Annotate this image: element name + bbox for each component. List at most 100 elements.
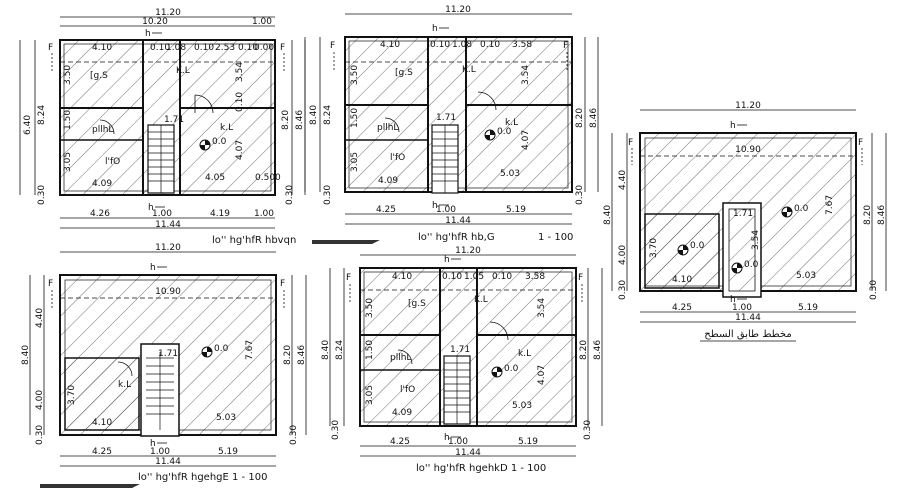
dim-room: 0.10: [238, 43, 258, 53]
dim-right: 8.46: [295, 110, 305, 130]
dim-left: 4.40: [618, 170, 628, 190]
dim-inner: 4.07: [537, 365, 547, 385]
room-label: K.L: [462, 65, 476, 75]
dim-right: 8.46: [877, 205, 887, 225]
dim-bottom: 1.00: [150, 447, 170, 457]
dim-inner: 1.50: [365, 340, 375, 360]
dim-left: 0.30: [37, 185, 47, 205]
north-arrow: F: [48, 43, 53, 53]
plan-caption: lo'' hg'hfR hb,G: [418, 232, 495, 243]
room-label: K.L: [176, 66, 190, 76]
dim-room: 1.05: [464, 272, 484, 282]
dim-room: 1.08: [166, 43, 186, 53]
dim-inner: 3.05: [63, 152, 73, 172]
dim-inner: 7.67: [245, 340, 255, 360]
plan-caption: lo'' hg'hfR hgehkD 1 - 100: [416, 463, 546, 474]
dim-right: 0.30: [285, 185, 295, 205]
dim-left: 8.40: [309, 105, 319, 125]
dim-right: 8.20: [281, 110, 291, 130]
dim-bottom: 1.00: [732, 303, 752, 313]
dim-left: 8.24: [323, 105, 333, 125]
dim-inner: 4.09: [378, 176, 398, 186]
hall-marker: h: [150, 263, 156, 273]
dim-room: 4.10: [380, 40, 400, 50]
dim-bottom: 5.19: [518, 437, 538, 447]
dim-bottom: 11.44: [155, 457, 181, 467]
hall-marker: h: [444, 433, 450, 443]
dim-inner: 3.54: [235, 62, 245, 82]
dim-right: 8.46: [593, 340, 603, 360]
dim-left: 0.30: [331, 420, 341, 440]
dim-inner: 5.03: [500, 169, 520, 179]
dim-inner: 3.50: [350, 65, 360, 85]
dim-right: 8.46: [297, 345, 307, 365]
plan-caption: lo'' hg'hfR hbvqn: [212, 235, 296, 246]
dim-left: 6.40: [23, 115, 33, 135]
dim-bottom: 5.19: [798, 303, 818, 313]
dim-top-inner: 10.90: [735, 145, 761, 155]
dim-inner: 4.07: [521, 130, 531, 150]
dim-inner: 3.50: [63, 65, 73, 85]
hall-marker: h: [145, 29, 151, 39]
dim-right: 8.20: [863, 205, 873, 225]
room-label: l'fO: [105, 157, 120, 167]
level-mark: 0.0: [504, 364, 519, 374]
dim-right: 0.30: [869, 280, 879, 300]
plan-bottom-middle: 11.20 [g.S K.L pllhL l'fO k.L 0.0 4.10 0…: [321, 246, 603, 474]
north-arrow: F: [330, 41, 335, 51]
dim-right: 8.20: [579, 340, 589, 360]
room-label: l'fO: [400, 385, 415, 395]
dim-top-balcony: 1.00: [252, 17, 272, 27]
dim-bottom: 11.44: [155, 220, 181, 230]
north-arrow: F: [346, 273, 351, 283]
dim-inner: 3.54: [521, 65, 531, 85]
dim-bottom: 4.26: [90, 209, 110, 219]
plan-bottom-left: 11.20 10.90 1.71 7.67 3.70 4.10 5.03 k.L…: [21, 243, 307, 488]
room-label: pllhL: [390, 353, 411, 363]
north-arrow: F: [280, 279, 285, 289]
dim-bottom: 4.25: [672, 303, 692, 313]
dim-inner: 1.71: [158, 349, 178, 359]
dim-room: 2.53: [215, 43, 235, 53]
room-label: l'fO: [390, 153, 405, 163]
dim-left: 0.30: [35, 425, 45, 445]
dim-room: 0.10: [492, 272, 512, 282]
hall-marker: h: [148, 203, 154, 213]
dim-top-total: 11.20: [155, 243, 181, 253]
room-label: k.L: [118, 380, 131, 390]
plan-caption: مخطط طابق السطح: [704, 329, 791, 340]
hall-marker: h: [444, 255, 450, 265]
dim-bottom: 11.44: [445, 216, 471, 226]
dim-top-total: 11.20: [155, 8, 181, 18]
dim-room: 0.10: [430, 40, 450, 50]
plan-top-left: 11.20 10.20 1.00 [g.S K.L pllhL l'fO k.L: [19, 8, 380, 246]
level-mark: 0.0: [497, 127, 512, 137]
dim-inner: 4.09: [92, 179, 112, 189]
dim-room: 0.10: [150, 43, 170, 53]
hall-marker: h: [150, 439, 156, 449]
dim-bottom: 4.19: [210, 209, 230, 219]
dim-inner: 1.50: [350, 108, 360, 128]
dim-inner: 4.09: [392, 408, 412, 418]
dim-inner: 7.67: [825, 195, 835, 215]
dim-inner: 4.07: [235, 140, 245, 160]
north-arrow: F: [858, 138, 863, 148]
dim-left: 8.40: [321, 340, 331, 360]
dim-right: 0.30: [583, 420, 593, 440]
dim-top-total: 11.20: [735, 101, 761, 111]
dim-right: 8.20: [575, 108, 585, 128]
room-label: pllhL: [377, 123, 398, 133]
dim-inner: 3.54: [537, 298, 547, 318]
dim-room: 0.10: [480, 40, 500, 50]
dim-room: 0.00: [254, 43, 274, 53]
dim-top-total: 11.20: [445, 5, 471, 15]
dim-right: 8.46: [589, 108, 599, 128]
north-arrow: F: [563, 41, 568, 51]
plan-right-roof: 11.20 10.90 1.71 7.67 3.70 4.10 5.03 3.5…: [603, 101, 887, 342]
dim-bottom: 1.00: [448, 437, 468, 447]
dim-left: 0.30: [323, 185, 333, 205]
room-label: pllhL: [92, 125, 113, 135]
level-mark: 0.0: [794, 204, 809, 214]
dim-left: 4.00: [35, 390, 45, 410]
